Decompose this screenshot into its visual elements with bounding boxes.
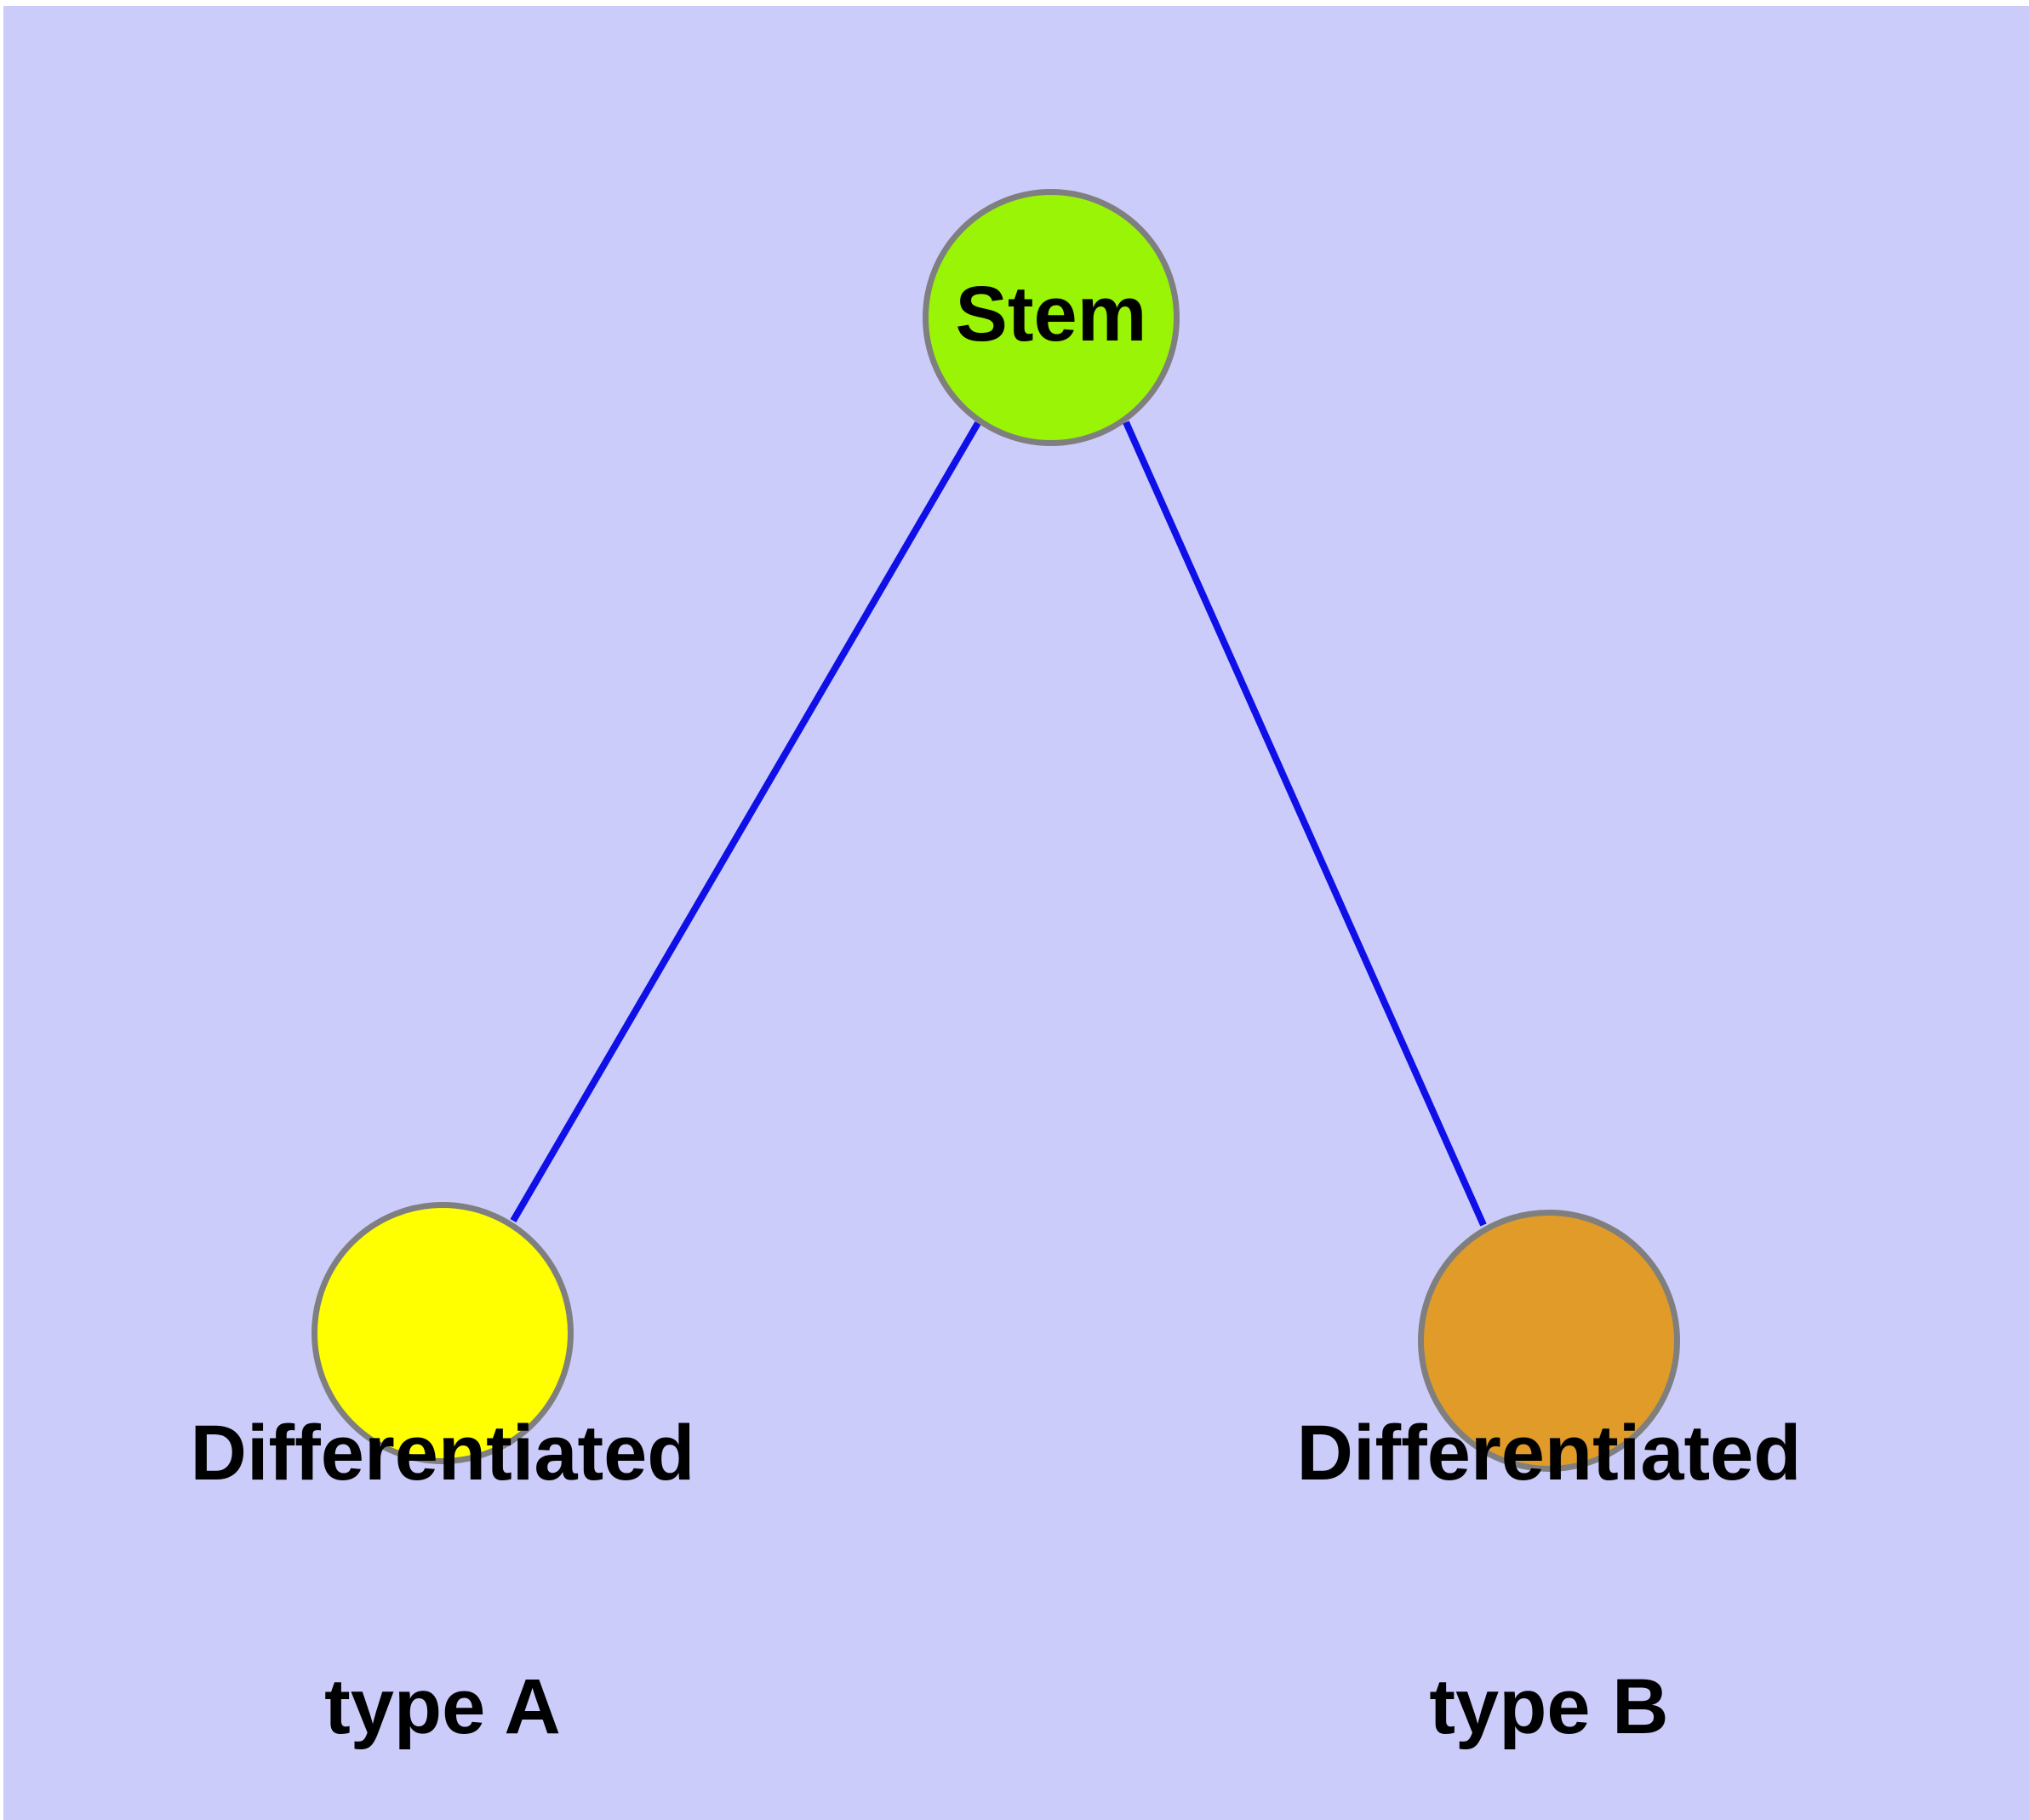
edge-stem-to-differentiated-type-a: [510, 421, 981, 1223]
node-differentiated-type-b[interactable]: [1418, 1210, 1680, 1472]
diagram-plot-area: Stem Differentiated type A Differentiate…: [3, 6, 2029, 1820]
node-differentiated-type-a[interactable]: [311, 1202, 574, 1464]
node-label-line-2: type A: [324, 1663, 561, 1750]
edge-stem-to-differentiated-type-b: [1123, 421, 1487, 1227]
edge-layer: [510, 421, 1487, 1227]
node-layer: Stem Differentiated type A Differentiate…: [3, 6, 2029, 1820]
node-stem[interactable]: [923, 189, 1180, 446]
node-label-line-2: type B: [1429, 1663, 1669, 1750]
